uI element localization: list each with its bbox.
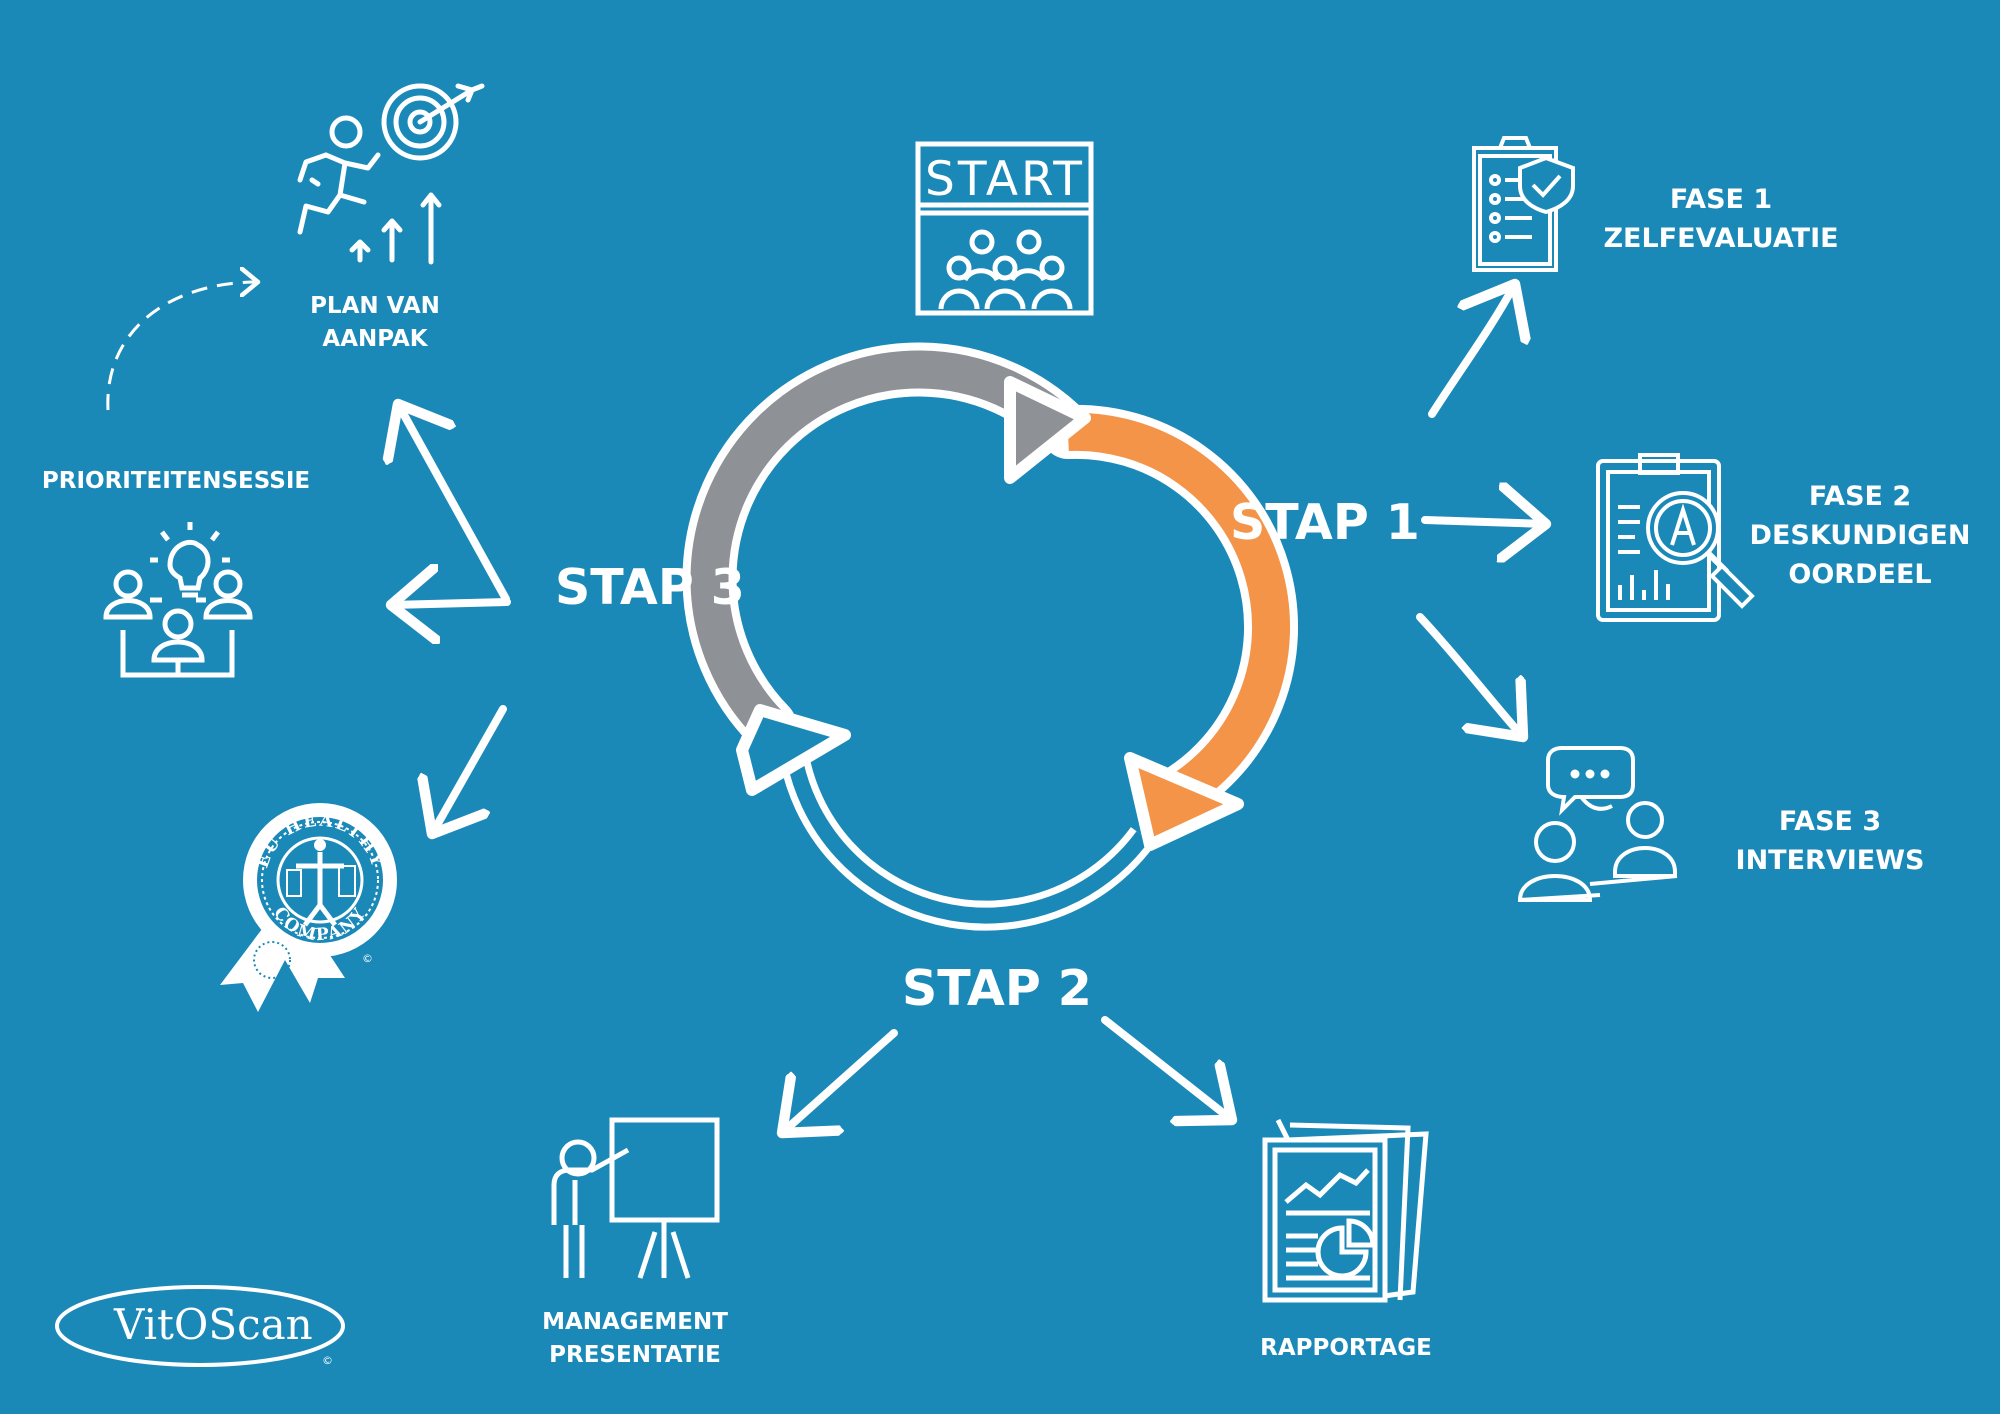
flow-arrows [391, 284, 1546, 1133]
arrow-to-seal [432, 705, 507, 834]
dashed-arrow [106, 282, 258, 411]
fase3-line1: FASE 3 [1778, 806, 1882, 837]
magnifier-report-icon [1596, 453, 1755, 622]
fase2-label: FASE 2 DESKUNDIGEN OORDEEL [1740, 477, 1980, 594]
prioriteit-label: PRIORITEITENSESSIE [41, 468, 311, 494]
fase1-line1: FASE 1 [1669, 184, 1773, 215]
logo-copyright: © [322, 1354, 333, 1367]
rapportage-label: RAPPORTAGE [1260, 1335, 1432, 1361]
stap3-label: STAP 3 [555, 559, 745, 616]
checklist-shield-icon [1472, 136, 1575, 272]
vitoscan-logo-text: VitOScan [114, 1300, 313, 1349]
management-line1: MANAGEMENT [542, 1309, 728, 1335]
report-chart-icon [1262, 1118, 1429, 1303]
arrow-to-rapportage [1101, 1016, 1232, 1120]
arrow-to-fase1 [1428, 284, 1515, 418]
interview-chat-icon [1517, 746, 1678, 902]
vitoscan-logo [55, 1285, 345, 1367]
arrow-to-fase3 [1416, 613, 1523, 737]
presentation-easel-icon [551, 1117, 720, 1279]
team-idea-icon [103, 522, 253, 678]
cycle-icon [682, 342, 1298, 931]
plan-line1: PLAN VAN [310, 293, 440, 319]
plan-label: PLAN VAN AANPAK [270, 290, 480, 357]
management-line2: PRESENTATIE [549, 1342, 721, 1369]
arrow-to-prioriteit [391, 602, 511, 605]
fase2-line1: FASE 2 [1808, 481, 1912, 512]
fase3-line2: INTERVIEWS [1735, 845, 1925, 877]
fase3-label: FASE 3 INTERVIEWS [1715, 802, 1945, 880]
seal-copyright: © [362, 952, 373, 965]
stap1-label: STAP 1 [1230, 494, 1420, 551]
arrow-to-management [782, 1029, 898, 1133]
stap2-label: STAP 2 [902, 960, 1092, 1017]
runner-target-icon [297, 83, 485, 265]
healthy-company-seal-icon [220, 803, 397, 1012]
plan-line2: AANPAK [322, 326, 428, 353]
start-board-icon [915, 141, 1094, 316]
management-label: MANAGEMENT PRESENTATIE [520, 1306, 750, 1373]
fase1-line2: ZELFEVALUATIE [1603, 223, 1839, 255]
fase2-line3: OORDEEL [1788, 559, 1932, 591]
fase2-line2: DESKUNDIGEN [1749, 520, 1971, 552]
fase1-label: FASE 1 ZELFEVALUATIE [1596, 180, 1846, 258]
arrow-to-plan [398, 404, 510, 603]
start-label: START [925, 152, 1085, 207]
arrow-to-fase2 [1421, 520, 1546, 524]
